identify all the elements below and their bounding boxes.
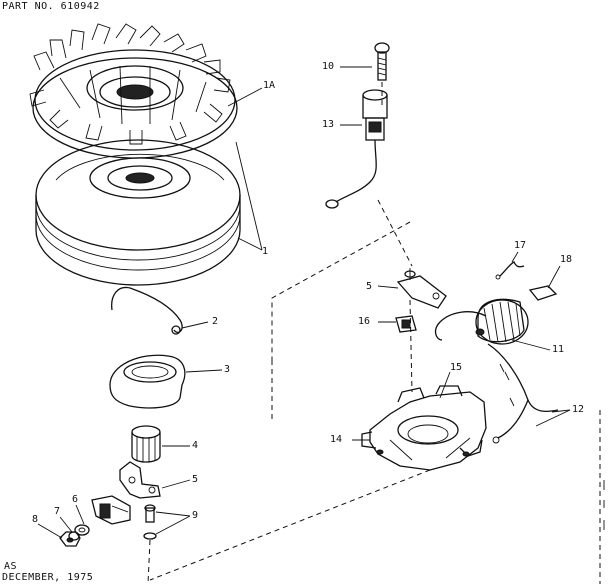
footer-code: AS	[4, 561, 18, 572]
callout-5-lower: 5	[192, 474, 199, 485]
callout-9: 9	[192, 510, 199, 521]
footer-date: DECEMBER, 1975	[2, 572, 94, 583]
callout-15: 15	[450, 362, 463, 373]
callout-7: 7	[54, 506, 61, 517]
callout-5-upper: 5	[366, 281, 373, 292]
callout-3: 3	[224, 364, 231, 375]
screw-part	[143, 504, 157, 540]
bracket-part	[119, 461, 161, 499]
callout-18: 18	[560, 254, 573, 265]
contact-set-part	[91, 495, 131, 525]
callout-13: 13	[322, 119, 335, 130]
washer-part	[74, 524, 90, 536]
cam-cover-part	[109, 354, 186, 409]
mounting-plate-part	[396, 268, 447, 309]
callout-1a: 1A	[263, 80, 276, 91]
part-number-header: PART NO. 610942	[2, 1, 100, 12]
assembly-lines	[147, 82, 601, 584]
callout-1: 1	[262, 246, 269, 257]
clip-16-part	[395, 315, 417, 333]
flywheel-part	[35, 139, 241, 286]
callout-10: 10	[322, 61, 335, 72]
spring-clip-part	[111, 286, 183, 335]
callout-8: 8	[32, 514, 39, 525]
callout-2: 2	[212, 316, 219, 327]
flywheel-fan-part	[29, 23, 238, 159]
terminal-lead-part	[325, 89, 388, 209]
callout-17: 17	[514, 240, 527, 251]
callout-6: 6	[72, 494, 79, 505]
callout-12: 12	[572, 404, 585, 415]
bushing-part	[131, 425, 161, 463]
spring-17-part	[495, 261, 525, 280]
callout-14: 14	[330, 434, 343, 445]
wire-lead-part	[487, 343, 559, 444]
plate-18-part	[528, 285, 558, 301]
nut-part	[59, 531, 81, 547]
ignition-coil-part	[434, 298, 529, 345]
stator-base-part	[361, 385, 487, 471]
callout-leaders	[37, 66, 571, 539]
callout-4: 4	[192, 440, 199, 451]
screw-10-part	[374, 42, 390, 81]
callout-16: 16	[358, 316, 371, 327]
callout-11: 11	[552, 344, 565, 355]
